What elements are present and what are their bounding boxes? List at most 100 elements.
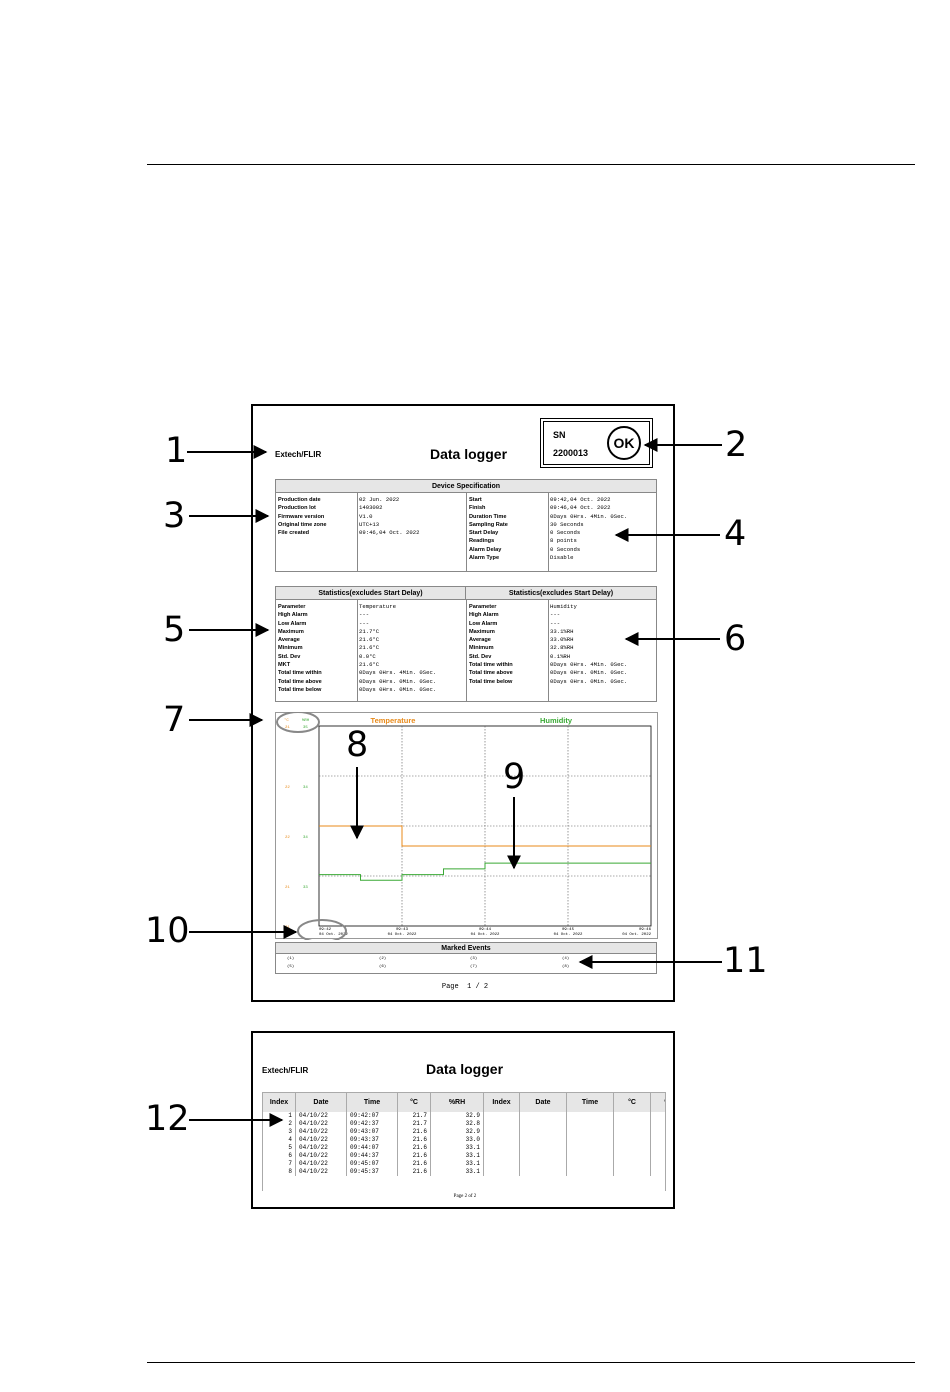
temperature-series-line — [319, 825, 651, 847]
spec-label: Original time zone — [278, 521, 327, 528]
table-cell — [519, 1128, 567, 1136]
table-cell: 6 — [263, 1152, 296, 1160]
report-page-2: Extech/FLIR Data logger Index Date Time … — [251, 1031, 675, 1209]
table-cell — [483, 1168, 520, 1176]
spec-value: 30 Seconds — [550, 520, 584, 528]
stat-label: Low Alarm — [469, 620, 498, 627]
stat-value: --- — [550, 619, 561, 627]
table-cell: 21.6 — [397, 1152, 431, 1160]
table-cell: 32.9 — [430, 1128, 484, 1136]
col-celsius: °C — [397, 1093, 431, 1112]
table-cell: 21.7 — [397, 1120, 431, 1128]
page-number: Page 1 / 2 — [441, 983, 489, 991]
stat-label: Minimum — [469, 645, 494, 652]
table-cell — [566, 1168, 614, 1176]
table-cell — [566, 1136, 614, 1144]
stat-value: --- — [550, 611, 561, 619]
event-slot: (2) — [379, 957, 387, 961]
stat-label: Average — [469, 637, 491, 644]
table-cell — [566, 1160, 614, 1168]
stat-label: Average — [278, 637, 300, 644]
serial-number: 2200013 — [553, 448, 589, 458]
legend-humidity: Humidity — [540, 716, 573, 725]
spec-label: Start — [469, 497, 482, 503]
stat-label: MKT — [278, 662, 291, 669]
stats-divider-right — [548, 600, 549, 701]
stat-value: 0.1%RH — [550, 652, 571, 660]
spec-label: Production lot — [278, 505, 316, 512]
y-tick-humidity: 33 — [303, 886, 308, 890]
stat-label: Total time above — [469, 670, 513, 677]
spec-label: Start Delay — [469, 530, 499, 537]
stat-label: Total time within — [469, 662, 513, 669]
table-cell — [613, 1136, 651, 1144]
table-cell: 04/10/22 — [295, 1112, 347, 1120]
stat-label: High Alarm — [469, 612, 499, 619]
table-cell: 21.6 — [397, 1128, 431, 1136]
table-cell: 09:45:37 — [346, 1168, 398, 1176]
x-tick-date: 04 Oct. 2022 — [554, 933, 583, 937]
table-cell — [483, 1112, 520, 1120]
table-cell — [519, 1120, 567, 1128]
stat-value: 0Days 0Hrs. 0Min. 0Sec. — [359, 677, 437, 685]
top-rule — [147, 164, 915, 165]
table-cell: 09:42:37 — [346, 1120, 398, 1128]
table-cell — [519, 1144, 567, 1152]
stat-label: Minimum — [278, 645, 303, 652]
table-cell — [483, 1136, 520, 1144]
stat-label: Total time above — [278, 678, 322, 685]
table-cell — [613, 1128, 651, 1136]
x-tick-date: 04 Oct. 2022 — [388, 933, 417, 937]
chart-lines — [319, 825, 651, 881]
table-cell: 09:43:37 — [346, 1136, 398, 1144]
callout-11: 11 — [723, 941, 768, 981]
event-slot: (4) — [562, 957, 570, 961]
table-cell: 21.6 — [397, 1136, 431, 1144]
callout-1: 1 — [165, 431, 188, 471]
table-cell: 04/10/22 — [295, 1160, 347, 1168]
table-cell: 33.0 — [430, 1136, 484, 1144]
col-rh: %RH — [430, 1093, 484, 1112]
table-cell — [613, 1168, 651, 1176]
spec-label: File created — [278, 530, 310, 537]
col-time: Time — [346, 1093, 398, 1112]
table-cell: 09:44:37 — [346, 1152, 398, 1160]
table-cell — [613, 1144, 651, 1152]
x-tick-time: 09:43 — [396, 928, 409, 932]
col-date: Date — [519, 1093, 567, 1112]
spec-value: 09:46,04 Oct. 2022 — [550, 504, 611, 512]
report-title: Data logger — [426, 1061, 504, 1077]
data-table: Index Date Time °C %RH Index Date Time °… — [263, 1093, 665, 1176]
table-cell — [613, 1120, 651, 1128]
spec-value: 1403002 — [359, 504, 383, 512]
stat-value: --- — [359, 619, 370, 627]
col-celsius: °C — [613, 1093, 651, 1112]
table-cell — [613, 1112, 651, 1120]
table-cell — [613, 1152, 651, 1160]
table-cell: 7 — [263, 1160, 296, 1168]
stats-divider-mid — [466, 600, 467, 701]
bottom-rule — [147, 1362, 915, 1363]
table-cell — [519, 1168, 567, 1176]
stat-label: Parameter — [278, 604, 306, 610]
spec-value: 8 points — [550, 537, 577, 545]
table-cell: 04/10/22 — [295, 1128, 347, 1136]
table-cell: 33.1 — [430, 1160, 484, 1168]
table-cell: 04/10/22 — [295, 1144, 347, 1152]
stat-value: 21.6°C — [359, 644, 380, 652]
x-tick-time: 09:44 — [479, 928, 492, 932]
callout-10: 10 — [145, 911, 190, 951]
callout-8: 8 — [346, 725, 369, 765]
serial-label: SN — [553, 430, 566, 440]
stat-label: Maximum — [469, 628, 495, 635]
table-cell — [483, 1152, 520, 1160]
spec-label: Firmware version — [278, 513, 325, 520]
y-tick-humidity: 35 — [303, 726, 308, 730]
table-cell: 04/10/22 — [295, 1168, 347, 1176]
table-cell: 4 — [263, 1136, 296, 1144]
